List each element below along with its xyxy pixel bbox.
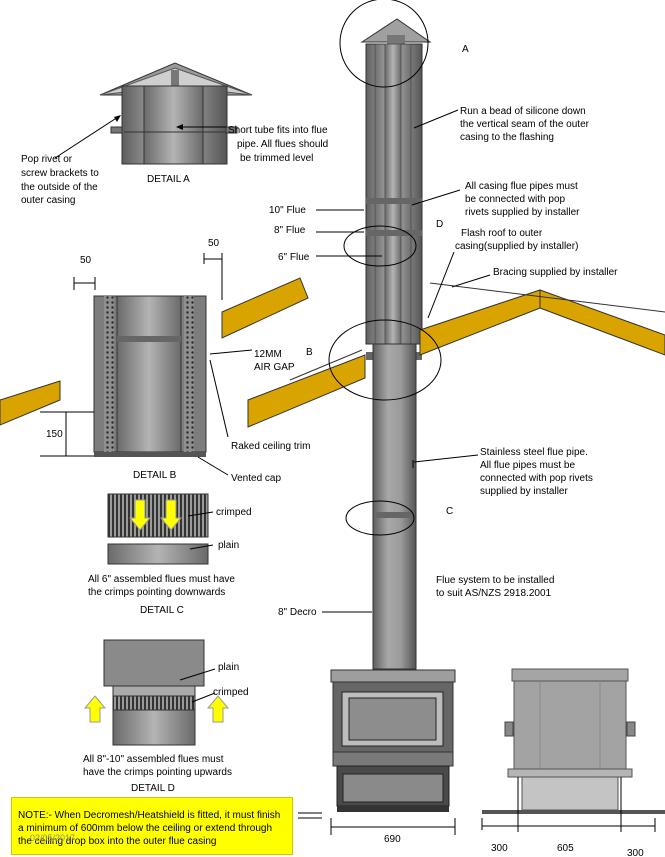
detail-a-drawing bbox=[99, 62, 253, 165]
flue-8-label: 8" Flue bbox=[274, 225, 306, 236]
detail-b-drawing bbox=[93, 295, 207, 457]
stainless-label: Stainless steel flue pipe. All flue pipe… bbox=[480, 447, 596, 497]
raked-trim-label: Raked ceiling trim bbox=[231, 441, 310, 452]
decromesh-note: NOTE:- When Decromesh/Heatshield is fitt… bbox=[11, 797, 293, 855]
flash-roof-label: Flash roof to outer casing(supplied by i… bbox=[455, 228, 578, 252]
dim-300-right: 300 bbox=[627, 848, 644, 857]
dim-300-left: 300 bbox=[491, 843, 508, 854]
standard-label: Flue system to be installed to suit AS/N… bbox=[436, 575, 557, 599]
date-watermark: 02/05/2017 bbox=[30, 833, 76, 843]
flue-10-label: 10" Flue bbox=[269, 205, 306, 216]
flue-6-label: 6" Flue bbox=[278, 252, 310, 263]
crimped-label-d: crimped bbox=[213, 687, 249, 698]
main-flue-assembly bbox=[330, 18, 456, 812]
leader-pop-rivet bbox=[54, 116, 119, 159]
six-inch-note: All 6" assembled flues must have the cri… bbox=[88, 574, 238, 598]
marker-c: C bbox=[446, 506, 453, 517]
callout-circle-c bbox=[345, 500, 415, 536]
arrowhead bbox=[176, 124, 183, 130]
air-gap-label: 12MM AIR GAP bbox=[254, 349, 295, 373]
short-tube-label: Short tube fits into flue pipe. All flue… bbox=[228, 125, 331, 164]
dim-150: 150 bbox=[46, 429, 63, 440]
pop-rivet-label: Pop rivet or screw brackets to the outsi… bbox=[21, 154, 102, 206]
vented-cap-label: Vented cap bbox=[231, 473, 281, 484]
dim-605: 605 bbox=[557, 843, 574, 854]
silicone-label: Run a bead of silicone down the vertical… bbox=[460, 106, 592, 143]
dim-50-right: 50 bbox=[208, 238, 220, 249]
detail-b-title: DETAIL B bbox=[133, 470, 177, 481]
arrowhead bbox=[114, 115, 121, 122]
bracing-label: Bracing supplied by installer bbox=[493, 267, 618, 278]
callout-circle-a bbox=[339, 0, 429, 88]
dim-50-left: 50 bbox=[80, 255, 92, 266]
roof-flashing bbox=[0, 277, 665, 428]
dim-690: 690 bbox=[384, 834, 401, 845]
marker-a: A bbox=[462, 44, 469, 55]
detail-c-title: DETAIL C bbox=[140, 605, 184, 616]
plain-label-c: plain bbox=[218, 540, 239, 551]
crimped-label-c: crimped bbox=[216, 507, 252, 518]
marker-b: B bbox=[306, 347, 313, 358]
eight-ten-note: All 8"-10" assembled flues must have the… bbox=[83, 754, 232, 778]
decro-label: 8" Decro bbox=[278, 607, 317, 618]
casing-connected-label: All casing flue pipes must be connected … bbox=[465, 181, 581, 218]
detail-c-drawing bbox=[107, 493, 209, 565]
detail-a-title: DETAIL A bbox=[147, 174, 190, 185]
detail-d-drawing bbox=[83, 639, 230, 746]
marker-d: D bbox=[436, 219, 443, 230]
detail-d-title: DETAIL D bbox=[131, 783, 175, 794]
stove-side-view bbox=[482, 668, 665, 814]
callout-circle-b bbox=[328, 319, 442, 401]
callout-circle-d bbox=[343, 225, 417, 267]
plain-label-d: plain bbox=[218, 662, 239, 673]
